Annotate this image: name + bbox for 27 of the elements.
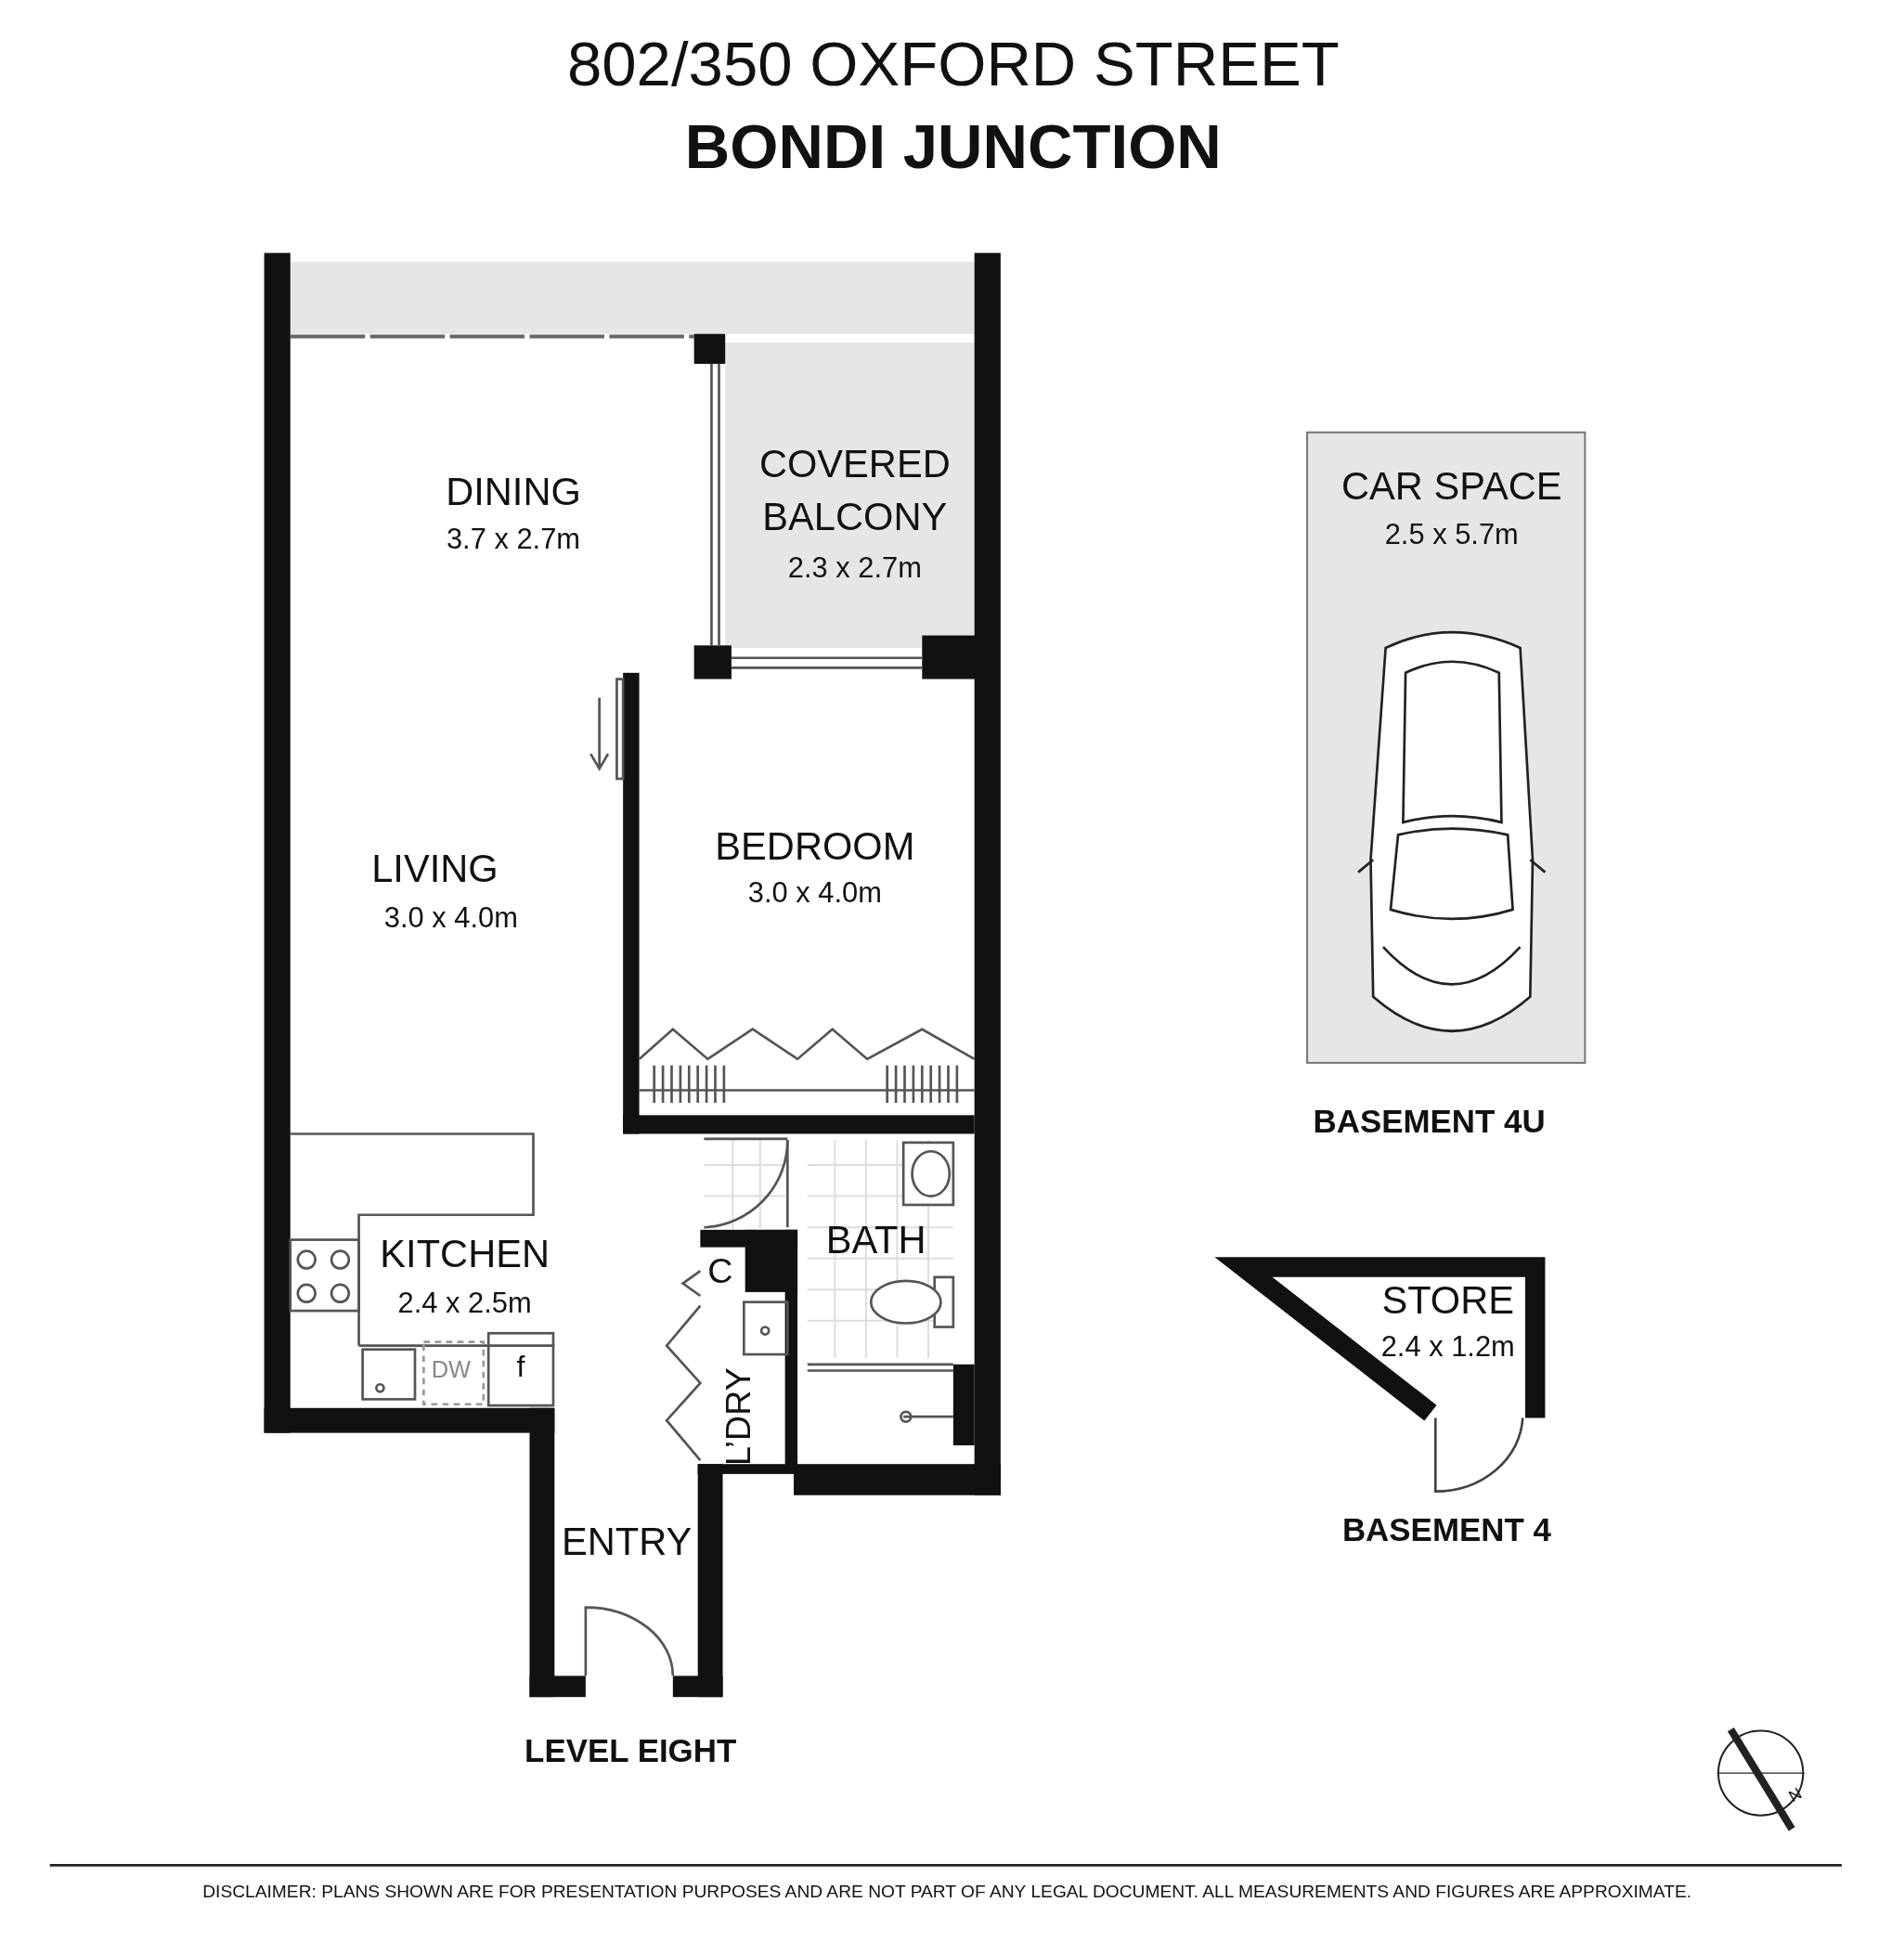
room-label: STORE (1381, 1279, 1515, 1323)
level-label: BASEMENT 4 (1341, 1512, 1551, 1548)
dimension-label: 3.0 x 4.0m (747, 877, 882, 910)
subtitle: BONDI JUNCTION (684, 112, 1222, 182)
dimension-label: 3.0 x 4.0m (383, 902, 518, 935)
room-label: DINING (446, 471, 581, 514)
room-label: L’DRY (719, 1367, 758, 1467)
room-label: BEDROOM (715, 825, 915, 869)
appliance-label: f (516, 1350, 525, 1384)
level-label: LEVEL EIGHT (525, 1732, 737, 1769)
room-label: CAR SPACE (1341, 465, 1562, 509)
appliance-label: DW (431, 1357, 472, 1384)
dimension-label: 2.4 x 1.2m (1380, 1331, 1515, 1363)
dimension-label: 3.7 x 2.7m (446, 524, 581, 556)
room-label: LIVING (371, 848, 499, 891)
room-label: ENTRY (562, 1520, 693, 1564)
title: 802/350 OXFORD STREET (566, 30, 1340, 99)
room-label: BATH (825, 1220, 926, 1262)
disclaimer-text: DISCLAIMER: PLANS SHOWN ARE FOR PRESENTATION PURPOSES AND ARE NOT PART OF ANY LEGAL DOCUMENT. ALL MEASUREMENTS AND FIGURES ARE APPROXIMATE. (202, 1883, 1692, 1903)
dimension-label: 2.3 x 2.7m (787, 552, 922, 585)
north-label: N (1785, 1784, 1806, 1806)
dimension-label: 2.4 x 2.5m (397, 1288, 532, 1319)
level-label: BASEMENT 4U (1313, 1103, 1546, 1140)
dimension-label: 2.5 x 5.7m (1384, 518, 1519, 550)
room-label: KITCHEN (380, 1233, 550, 1276)
room-label: COVERED BALCONY (758, 441, 952, 542)
room-label: C (707, 1252, 733, 1292)
